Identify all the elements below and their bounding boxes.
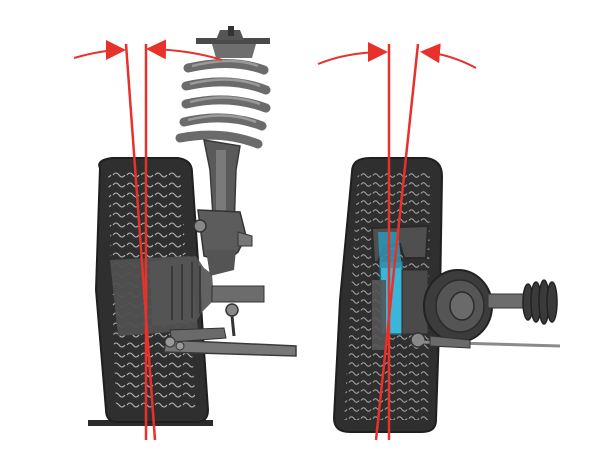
angle-arc-icon — [73, 39, 223, 61]
cv-boot-icon — [150, 256, 265, 326]
strut-spring-icon — [175, 26, 271, 276]
control-arm-icon — [163, 303, 297, 357]
camber-lines-left — [124, 43, 157, 441]
angle-arc-icon-right — [317, 42, 477, 69]
right-panel — [317, 42, 561, 441]
cv-boot-icon-right — [419, 269, 561, 349]
left-panel — [73, 26, 297, 441]
camber-lines-right — [374, 43, 420, 441]
